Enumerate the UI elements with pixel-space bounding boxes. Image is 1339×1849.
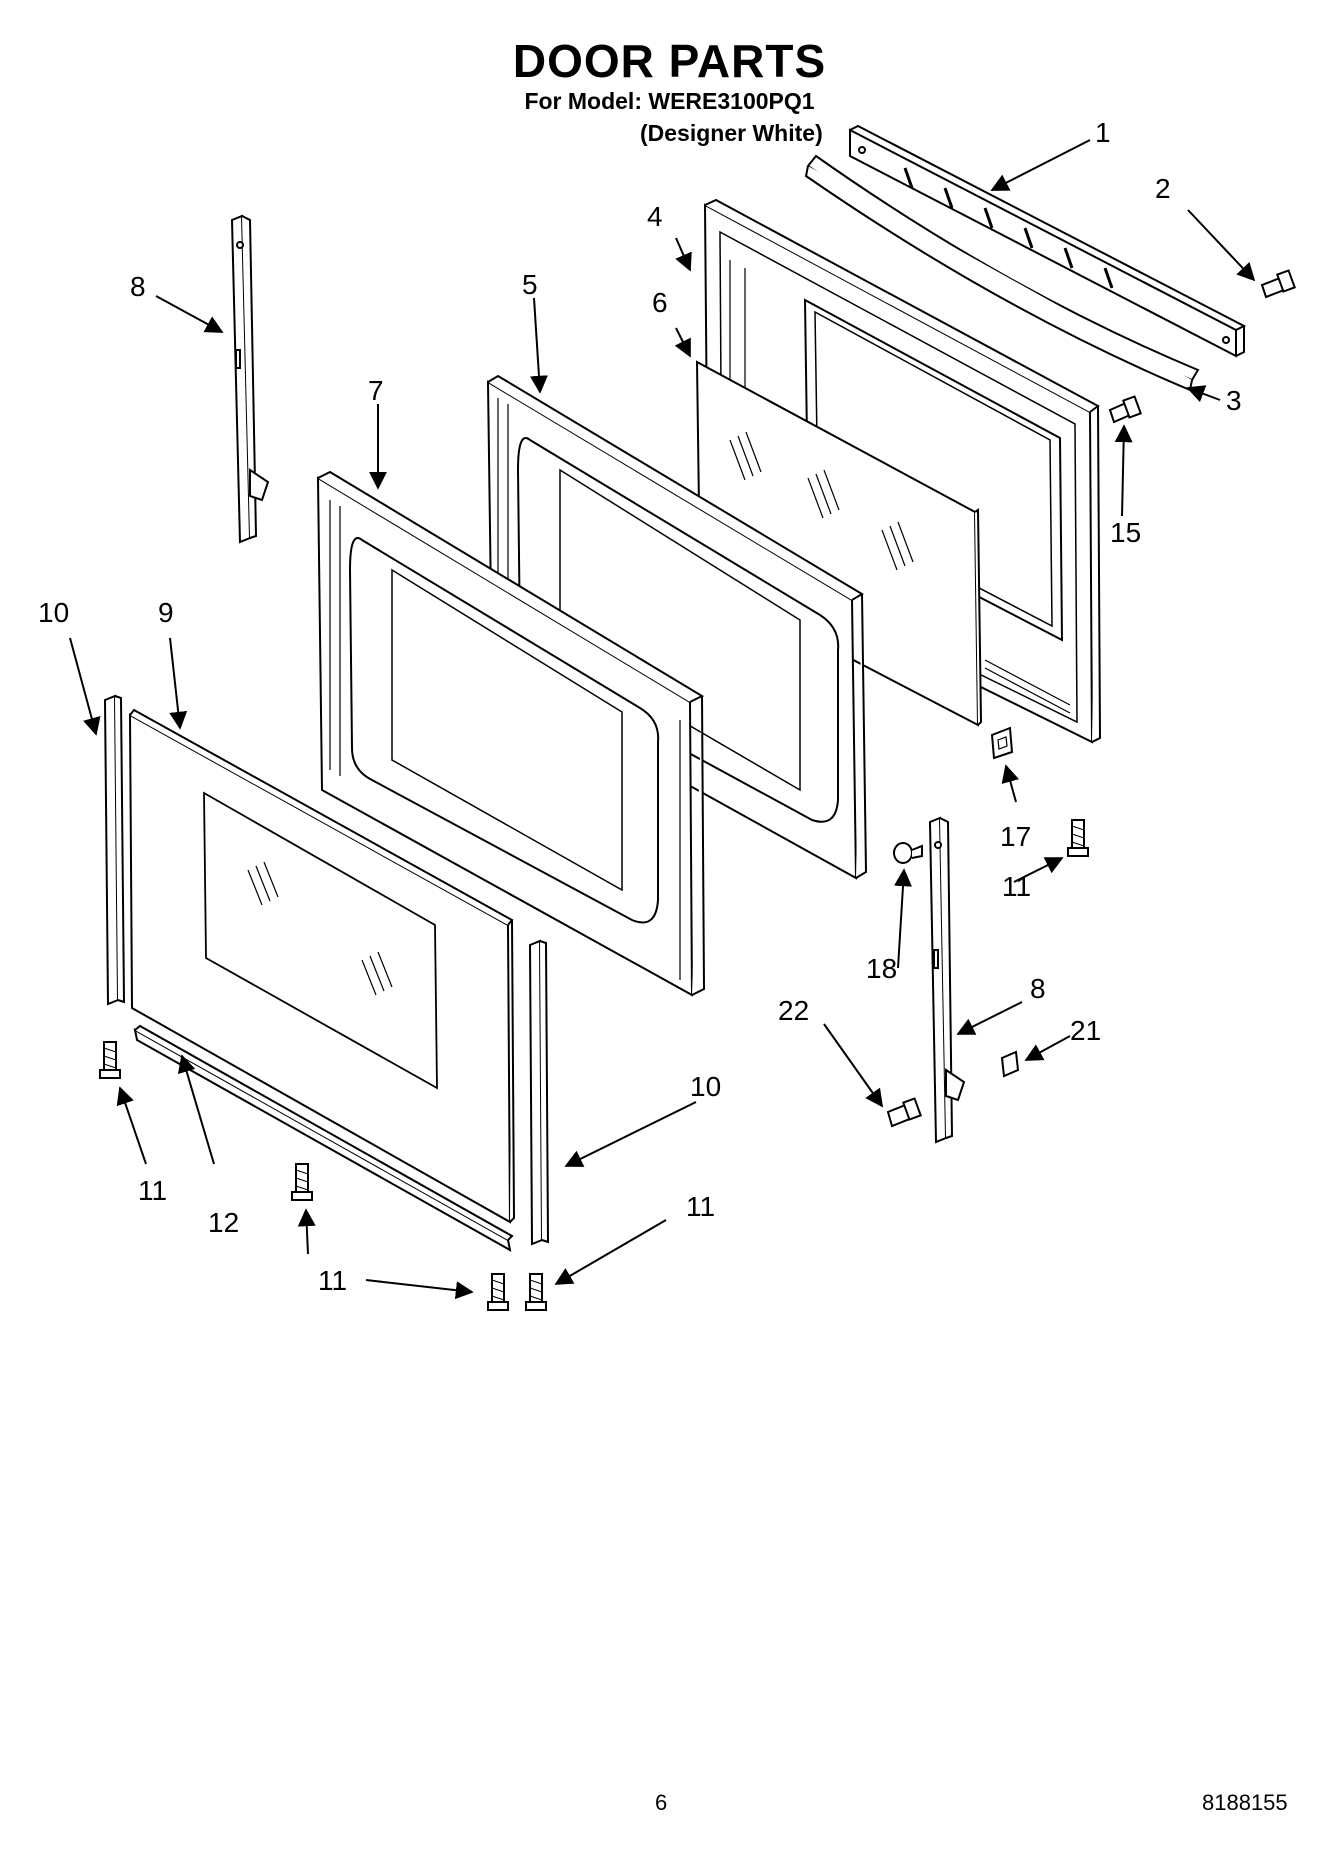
part-15-screw — [1108, 395, 1142, 424]
part-9-outer-door-panel — [128, 708, 516, 1224]
part-8-hinge-right — [928, 816, 966, 1144]
callout-labels: 1 2 3 4 5 6 7 8 8 9 10 10 11 11 11 11 12… — [38, 117, 1242, 1296]
part-21-clip — [1000, 1050, 1020, 1078]
callout-3: 3 — [1226, 385, 1242, 416]
page-title: DOOR PARTS — [512, 35, 827, 87]
callout-11-d: 11 — [1002, 871, 1031, 902]
callout-12: 12 — [208, 1207, 239, 1238]
callout-10-left: 10 — [38, 597, 69, 628]
callout-15: 15 — [1110, 517, 1141, 548]
callout-18: 18 — [866, 953, 897, 984]
callout-8-right: 8 — [1030, 973, 1046, 1004]
callout-5: 5 — [522, 269, 538, 300]
callout-11-a: 11 — [138, 1175, 167, 1206]
part-11-screws — [99, 819, 1089, 1311]
part-18-bumper — [893, 842, 923, 864]
part-10-side-trim-left — [103, 694, 126, 1006]
part-5-door-liner — [486, 374, 868, 880]
part-3-door-handle — [804, 154, 1200, 392]
part-2-screw — [1260, 269, 1296, 299]
document-number: 8188155 — [1202, 1790, 1288, 1815]
part-8-hinge-left — [230, 214, 270, 544]
callout-1: 1 — [1095, 117, 1111, 148]
callout-7: 7 — [368, 375, 384, 406]
part-22-screw — [886, 1097, 922, 1128]
page-number: 6 — [655, 1790, 668, 1815]
part-7-insulation-frame — [316, 470, 706, 997]
callout-8-left: 8 — [130, 271, 146, 302]
model-variant: (Designer White) — [640, 120, 823, 146]
callout-6: 6 — [652, 287, 668, 318]
callout-17: 17 — [1000, 821, 1031, 852]
callout-22: 22 — [778, 995, 809, 1026]
callout-11-c: 11 — [686, 1191, 715, 1222]
callout-11-b: 11 — [318, 1265, 347, 1296]
callout-10-right: 10 — [690, 1071, 721, 1102]
part-12-bottom-trim — [133, 1024, 514, 1252]
model-number: For Model: WERE3100PQ1 — [524, 88, 815, 114]
part-1-trim — [849, 124, 1247, 358]
callout-2: 2 — [1155, 173, 1171, 204]
callout-21: 21 — [1070, 1015, 1101, 1046]
callout-9: 9 — [158, 597, 174, 628]
callout-leaders — [69, 139, 1256, 1300]
callout-4: 4 — [647, 201, 663, 232]
part-10-side-trim-right — [528, 939, 550, 1246]
part-17-clip — [990, 726, 1014, 760]
